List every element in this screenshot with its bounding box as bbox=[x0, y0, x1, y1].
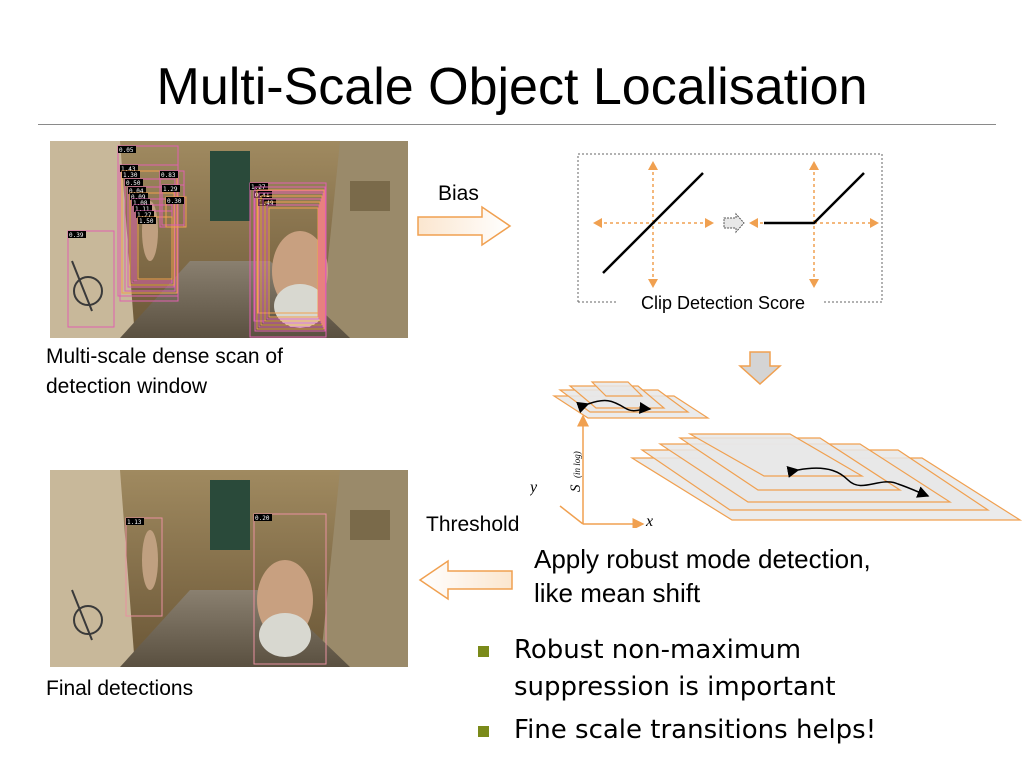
score-tag bbox=[162, 185, 180, 192]
mode-detection-line: Apply robust mode detection, bbox=[534, 544, 871, 574]
score-label: 1.50 bbox=[139, 218, 154, 225]
score-label: 1.08 bbox=[133, 200, 148, 207]
scale-axis-label: S bbox=[568, 484, 584, 492]
detection-box bbox=[260, 195, 323, 326]
final-photo: 1.13 0.20 bbox=[50, 470, 408, 667]
slide-title: Multi-Scale Object Localisation bbox=[156, 58, 868, 116]
score-label: 1.13 bbox=[127, 519, 142, 526]
score-label: 0.05 bbox=[119, 147, 134, 154]
scan-caption-line: Multi-scale dense scan of bbox=[46, 345, 283, 368]
score-tag bbox=[138, 217, 156, 224]
score-tag bbox=[160, 171, 178, 178]
score-label: 1.49 bbox=[259, 200, 274, 207]
scale-space-diagram: x y S (in log) bbox=[530, 381, 1022, 528]
x-axis-label: x bbox=[645, 513, 653, 528]
down-arrow-icon bbox=[738, 351, 782, 386]
score-label: 0.09 bbox=[131, 194, 146, 201]
score-label: 0.83 bbox=[161, 172, 176, 179]
score-label: 1.29 bbox=[163, 186, 178, 193]
detection-box bbox=[256, 189, 325, 330]
score-label: 0.20 bbox=[255, 515, 270, 522]
clip-score-label: Clip Detection Score bbox=[640, 293, 806, 313]
detection-box bbox=[266, 204, 320, 320]
detection-box bbox=[253, 513, 327, 665]
score-label: 1.11 bbox=[135, 206, 150, 213]
scan-caption: Multi-scale dense scan of detection wind… bbox=[46, 342, 283, 402]
detection-box bbox=[137, 216, 173, 280]
detection-box bbox=[121, 170, 178, 294]
score-tag bbox=[68, 231, 86, 238]
detection-box bbox=[125, 517, 163, 617]
score-tag bbox=[122, 171, 140, 178]
score-label: 0.04 bbox=[129, 188, 144, 195]
score-tag bbox=[128, 187, 146, 194]
bullet-item: Robust non-maximum suppression is import… bbox=[474, 632, 1014, 706]
detection-box bbox=[129, 192, 175, 286]
score-tag bbox=[254, 514, 272, 521]
bias-arrow-icon bbox=[417, 205, 512, 247]
score-tag bbox=[130, 193, 148, 200]
scan-caption-line: detection window bbox=[46, 375, 208, 398]
y-axis-label: y bbox=[530, 479, 538, 496]
scale-axis-note: (in log) bbox=[572, 451, 582, 478]
detection-box bbox=[264, 201, 321, 322]
scan-detection-boxes: 0.05 1.431.300.500.040.091.081.111.271.50… bbox=[67, 145, 327, 338]
detection-box bbox=[67, 230, 115, 328]
threshold-label: Threshold bbox=[426, 513, 520, 536]
threshold-arrow-icon bbox=[418, 559, 513, 601]
score-tag bbox=[166, 197, 184, 204]
score-tag bbox=[125, 179, 143, 186]
clip-score-diagram bbox=[577, 153, 883, 303]
score-label: 0.50 bbox=[126, 180, 141, 187]
bullet-list: Robust non-maximum suppression is import… bbox=[474, 632, 1014, 755]
final-detection-boxes: 1.13 0.20 bbox=[125, 513, 327, 665]
score-tag bbox=[120, 165, 138, 172]
score-tag bbox=[132, 199, 150, 206]
detection-box bbox=[124, 178, 176, 292]
final-caption: Final detections bbox=[46, 677, 194, 700]
score-label: 0.39 bbox=[69, 232, 84, 239]
detection-box bbox=[257, 198, 323, 314]
detection-box bbox=[254, 186, 326, 332]
score-tag bbox=[118, 146, 136, 153]
bullet-item: Fine scale transitions helps! bbox=[474, 712, 1014, 749]
score-tag bbox=[134, 205, 152, 212]
detection-box bbox=[119, 164, 179, 302]
mode-detection-text: Apply robust mode detection, like mean s… bbox=[534, 542, 871, 610]
score-label: 1.30 bbox=[123, 172, 138, 179]
bullet-text: Fine scale transitions helps! bbox=[514, 715, 877, 745]
bias-label: Bias bbox=[438, 182, 479, 205]
detection-box bbox=[249, 182, 327, 338]
bullet-marker-icon bbox=[478, 646, 489, 657]
score-label: 1.43 bbox=[121, 166, 136, 173]
score-tag bbox=[136, 211, 154, 218]
detection-box bbox=[262, 198, 322, 324]
bullet-text: Robust non-maximum bbox=[514, 635, 802, 665]
detection-box bbox=[258, 192, 324, 328]
mode-detection-line: like mean shift bbox=[534, 578, 701, 608]
bullet-marker-icon bbox=[478, 726, 489, 737]
detection-box bbox=[268, 207, 319, 318]
bullet-text: suppression is important bbox=[514, 672, 836, 702]
score-label: 0.30 bbox=[167, 198, 182, 205]
score-tag bbox=[254, 191, 272, 198]
score-label: 1.27 bbox=[137, 212, 152, 219]
title-divider bbox=[38, 124, 996, 125]
score-tag bbox=[126, 518, 144, 525]
